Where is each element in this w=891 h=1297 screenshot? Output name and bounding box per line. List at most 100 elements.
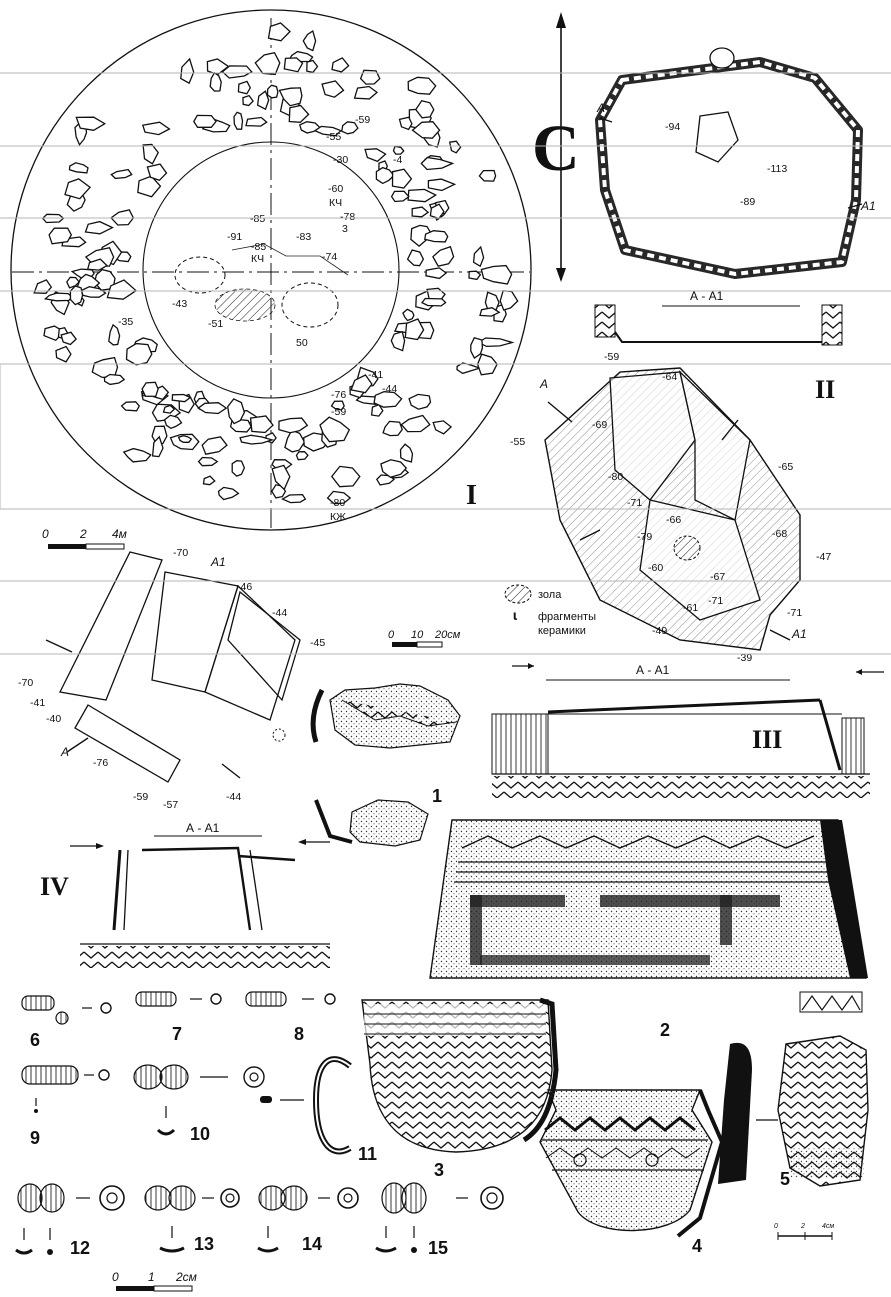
mark: -66 — [666, 514, 681, 526]
mark: КЧ — [251, 253, 264, 265]
scale-tick: 20см — [434, 629, 461, 641]
stone-frame-plan: А А1 -94 -113 -89 — [595, 47, 876, 279]
mark: -47 — [816, 551, 831, 563]
scale-tick: 0 — [42, 527, 49, 541]
stone — [391, 168, 413, 189]
mark: -80 — [608, 471, 623, 483]
stone — [108, 323, 121, 346]
stone — [281, 493, 307, 504]
stone — [382, 420, 403, 437]
section-end-a1: А1 — [210, 555, 226, 569]
stone — [231, 460, 246, 477]
find-2-vessel: 2 — [429, 819, 868, 1040]
mark: 3 — [342, 223, 348, 235]
stone — [392, 145, 405, 155]
mark: -55 — [510, 436, 525, 448]
stone — [429, 203, 445, 220]
section-label: А - А1 — [186, 821, 220, 835]
stone — [239, 434, 275, 445]
mark: -60 — [328, 183, 343, 195]
bead — [21, 995, 55, 1011]
stone — [456, 362, 482, 375]
stone-ring — [33, 22, 519, 505]
mark: -74 — [322, 251, 337, 263]
stone — [399, 443, 414, 463]
find-number: 4 — [692, 1236, 702, 1256]
stone — [406, 249, 425, 267]
stone — [142, 143, 159, 165]
mark: -59 — [604, 351, 619, 363]
stone — [233, 111, 244, 130]
find-number: 13 — [194, 1234, 214, 1254]
stone — [120, 401, 141, 412]
stone — [330, 465, 361, 488]
stone — [302, 29, 317, 52]
scan-artifact-lines — [0, 72, 891, 655]
beads-row-1: 6 7 8 9 10 — [21, 991, 336, 1148]
mark: -83 — [296, 231, 311, 243]
outer-circle — [10, 9, 532, 531]
scale-tick: 0 — [388, 629, 395, 641]
stone — [60, 331, 77, 346]
mark: -44 — [226, 791, 241, 803]
stone — [477, 337, 515, 348]
stone — [110, 168, 133, 180]
find-number: 1 — [432, 786, 442, 806]
find-11-ring: 11 — [260, 1056, 377, 1164]
stone — [151, 425, 168, 445]
section-III: А - А1 III — [491, 663, 884, 798]
stone — [373, 391, 403, 408]
mark: -57 — [163, 799, 178, 811]
stone — [341, 121, 359, 135]
find-number: 3 — [434, 1160, 444, 1180]
ash-pit-centre — [214, 288, 276, 322]
mark: -4 — [393, 154, 402, 166]
mark: -76 — [93, 757, 108, 769]
stone — [227, 398, 246, 425]
scale-tick: 4м — [112, 527, 127, 541]
find-number: 11 — [358, 1144, 377, 1164]
bead — [135, 991, 177, 1007]
mark: КЧ — [329, 197, 342, 209]
stone — [254, 51, 281, 76]
stone — [202, 475, 216, 486]
mark: -85 — [250, 213, 265, 225]
stone — [326, 490, 352, 505]
scale-bar-burial: 0 10 20см — [388, 629, 461, 648]
stone — [180, 57, 195, 85]
stone — [151, 435, 164, 458]
scale-tick: 2 — [800, 1223, 805, 1230]
stone — [68, 162, 89, 174]
stone — [245, 116, 268, 127]
stone — [415, 99, 435, 119]
stone — [283, 57, 304, 73]
find-number: 9 — [30, 1128, 40, 1148]
mark: КЖ — [330, 511, 346, 523]
stone — [146, 163, 168, 182]
mark: -59 — [331, 406, 346, 418]
mark: -71 — [787, 607, 802, 619]
find-number: 8 — [294, 1024, 304, 1044]
scale-bar-vessel: 0 2 4см — [774, 1223, 834, 1240]
stone — [69, 285, 84, 306]
stone — [402, 308, 415, 322]
stone — [410, 224, 433, 247]
mark: -46 — [237, 581, 252, 593]
stone — [359, 69, 381, 85]
ash-symbol — [504, 584, 532, 604]
section-label: А - А1 — [690, 289, 724, 303]
find-number: 2 — [660, 1020, 670, 1040]
stone — [125, 342, 153, 366]
stone — [201, 436, 228, 455]
find-number: 14 — [302, 1234, 322, 1254]
mark: -51 — [208, 318, 223, 330]
scale-bar-beads: 0 1 2см — [112, 1270, 197, 1292]
scale-tick: 0 — [774, 1223, 778, 1230]
stone — [84, 220, 115, 235]
stone — [64, 178, 92, 200]
legend-ash: зола — [538, 589, 562, 601]
ash-pit-right — [281, 282, 339, 328]
stone — [478, 169, 497, 182]
stone — [141, 121, 171, 136]
mark: -45 — [310, 637, 325, 649]
